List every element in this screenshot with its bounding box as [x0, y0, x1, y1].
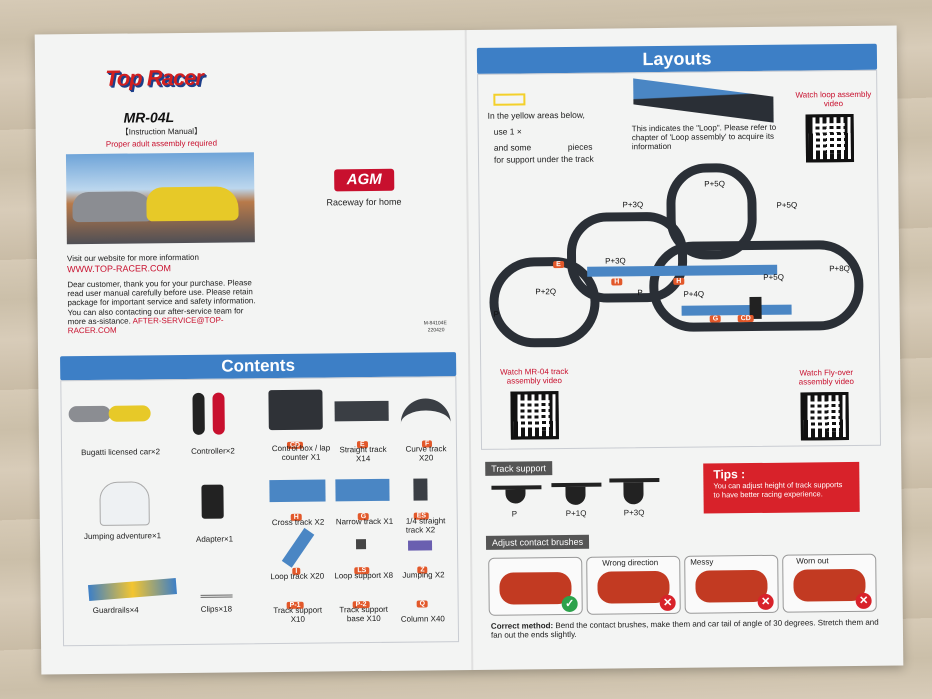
quarter-track-image [413, 478, 428, 501]
track-tag-e: E [553, 261, 564, 269]
item-loop-track: Loop track X20 [270, 571, 325, 582]
jumping-image [407, 540, 433, 551]
label-p5q-right: P+5Q [776, 200, 798, 210]
contact-text: You can also contacting our after-servic… [68, 306, 258, 336]
item-straight-track: Straight track X14 [339, 444, 387, 464]
brush-correct: ✓ [488, 556, 583, 616]
state-wrong-direction: Wrong direction [602, 558, 659, 568]
item-narrow-track: Narrow track X1 [335, 516, 394, 527]
label-p3q-upper: P+3Q [622, 200, 644, 210]
instr-5: for support under the track [493, 153, 594, 165]
qr-mr04[interactable] [510, 391, 559, 440]
item-adapter: Adapter×1 [195, 534, 234, 544]
track-tag-cd: CD [737, 315, 754, 323]
item-curve-track: Curve track X20 [405, 444, 447, 463]
item-cross-track: Cross track X2 [271, 517, 325, 528]
item-clips: Clips×18 [200, 604, 233, 614]
thanks-text: Dear customer, thank you for your purcha… [67, 278, 256, 308]
item-controller: Controller×2 [190, 446, 235, 456]
manual-label: 【Instruction Manual】 [120, 126, 203, 137]
model-name: MR-04L [123, 109, 175, 126]
label-p3q-mid: P+3Q [605, 256, 626, 266]
watch-loop-link[interactable]: Watch loop assembly video [795, 89, 872, 109]
tips-box: Tips : You can adjust height of track su… [703, 461, 860, 514]
correct-label: Correct method: [490, 621, 554, 631]
doc-code: M-84104E [423, 320, 447, 327]
item-jumping-adventure: Jumping adventure×1 [83, 531, 162, 542]
support-p1q-base [565, 486, 586, 505]
instr-3: and some [493, 142, 532, 153]
qr-flyover[interactable] [800, 392, 849, 441]
doc-date: 220420 [427, 327, 445, 334]
silver-car [72, 191, 153, 223]
cars-image [68, 401, 153, 426]
cross-icon: ✕ [855, 592, 872, 609]
item-support-base: Track support base X10 [339, 604, 389, 624]
label-p8q: P+8Q [829, 264, 850, 274]
cross-track-image [269, 479, 326, 503]
clips-image [200, 580, 233, 598]
instr-2: use 1 × [493, 126, 522, 137]
jumping-bear-image [99, 481, 150, 526]
label-p4q: P+4Q [683, 289, 705, 299]
item-column: Column X40 [400, 614, 445, 624]
cross-icon: ✕ [659, 594, 676, 612]
correct-method: Correct method: Bend the contact brushes… [491, 618, 881, 640]
state-worn-out: Worn out [796, 556, 829, 566]
support-label-p1q: P+1Q [565, 508, 587, 518]
label-p5q-lower: P+5Q [763, 272, 784, 282]
hero-car-image [65, 152, 255, 245]
cross-icon: ✕ [757, 593, 774, 610]
track-tag-h2: H [673, 277, 685, 285]
adapter-image [201, 484, 224, 519]
item-control-box: Control box / lap counter X1 [271, 443, 331, 463]
qr-loop[interactable] [805, 113, 855, 163]
control-box-image [268, 389, 323, 431]
tag-q: Q [416, 600, 429, 608]
instr-1: In the yellow areas below, [487, 109, 585, 121]
narrow-track-image [335, 478, 390, 502]
fold-line [464, 30, 474, 670]
item-quarter-track: 1/4 straight track X2 [405, 516, 446, 535]
agm-tagline: Raceway for home [326, 196, 402, 208]
label-p2q: P+2Q [535, 287, 557, 297]
loop-note: This indicates the "Loop". Please refer … [631, 122, 777, 152]
state-messy: Messy [690, 557, 714, 567]
check-icon: ✓ [561, 595, 578, 613]
label-p-mid: P [637, 288, 643, 298]
item-loop-support: Loop support X8 [334, 570, 394, 581]
support-label-p: P [511, 509, 518, 519]
item-guardrails: Guardrails×4 [92, 605, 139, 615]
yellow-area-indicator [493, 93, 526, 106]
brushes-header: Adjust contact brushes [485, 534, 590, 550]
track-support-header: Track support [485, 461, 553, 476]
instruction-sheet: Top Racer MR-04L 【Instruction Manual】 Pr… [34, 25, 904, 675]
watch-flyover-link[interactable]: Watch Fly-over assembly video [798, 367, 854, 387]
straight-track-image [334, 400, 389, 422]
support-p-base [505, 489, 526, 504]
item-cars: Bugatti licensed car×2 [81, 447, 161, 458]
controllers-image [188, 392, 232, 436]
instr-4: pieces [567, 141, 593, 152]
label-p-left: P [493, 309, 500, 319]
track-tag-h1: H [611, 278, 623, 286]
support-label-p3q: P+3Q [623, 508, 645, 518]
visit-text: Visit our website for more information [66, 252, 199, 264]
website-link[interactable]: WWW.TOP-RACER.COM [67, 263, 172, 275]
logo-text: Top Racer [105, 64, 204, 91]
yellow-car [146, 186, 239, 222]
assembly-note: Proper adult assembly required [105, 138, 218, 149]
label-p5q-top: P+5Q [704, 179, 726, 189]
watch-mr04-link[interactable]: Watch MR-04 track assembly video [500, 366, 569, 386]
loop-support-image [355, 539, 367, 550]
support-p3q-base [623, 482, 644, 505]
tips-title: Tips : [713, 467, 746, 482]
agm-logo: AGM [334, 168, 395, 192]
top-racer-logo: Top Racer [105, 64, 245, 99]
tips-text: You can adjust height of track supports … [713, 480, 843, 500]
track-tag-g: G [709, 315, 722, 323]
item-track-support: Track support X10 [273, 605, 323, 625]
item-jumping: Jumping X2 [402, 570, 445, 580]
